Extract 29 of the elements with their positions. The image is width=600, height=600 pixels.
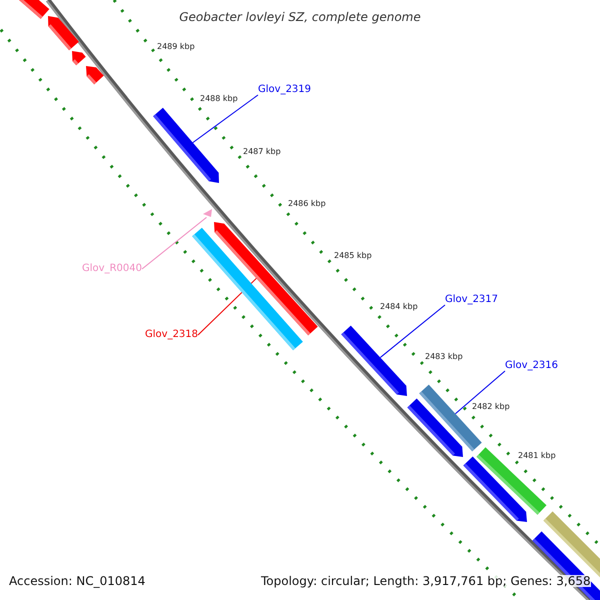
gene-label: Glov_2318: [145, 330, 198, 340]
leader-line: [454, 370, 506, 414]
gene-block: [86, 66, 104, 84]
leader-line: [192, 94, 258, 144]
gene-bar: [18, 0, 50, 19]
gene-label: Glov_2317: [445, 295, 498, 305]
scale-label: 2483 kbp: [425, 353, 463, 361]
leader-line: [380, 304, 446, 358]
gene-label: Glov_2319: [258, 85, 312, 95]
scale-label: 2484 kbp: [380, 303, 418, 311]
scale-label: 2482 kbp: [472, 403, 510, 411]
accession-text: Accession: NC_010814: [9, 575, 146, 587]
genome-summary: Topology: circular; Length: 3,917,761 bp; Genes: 3,658: [261, 575, 591, 587]
gene-block: [407, 398, 463, 457]
scale-label: 2488 kbp: [200, 95, 238, 103]
gene-label: Glov_2316: [505, 361, 558, 371]
gene-block: [153, 108, 219, 183]
leader-line: [142, 216, 207, 270]
scale-label: 2486 kbp: [288, 200, 326, 208]
scale-label: 2481 kbp: [518, 452, 556, 460]
scale-label: 2485 kbp: [334, 252, 372, 260]
gene-marker: [203, 209, 212, 217]
scale-label: 2487 kbp: [243, 148, 281, 156]
map-title: Geobacter lovleyi SZ, complete genome: [178, 11, 422, 23]
gene-block: [48, 16, 79, 50]
gene-block: [341, 326, 407, 396]
gene-label: Glov_R0040: [82, 264, 142, 274]
scale-label: 2489 kbp: [157, 43, 195, 51]
gene-block: [72, 51, 86, 66]
